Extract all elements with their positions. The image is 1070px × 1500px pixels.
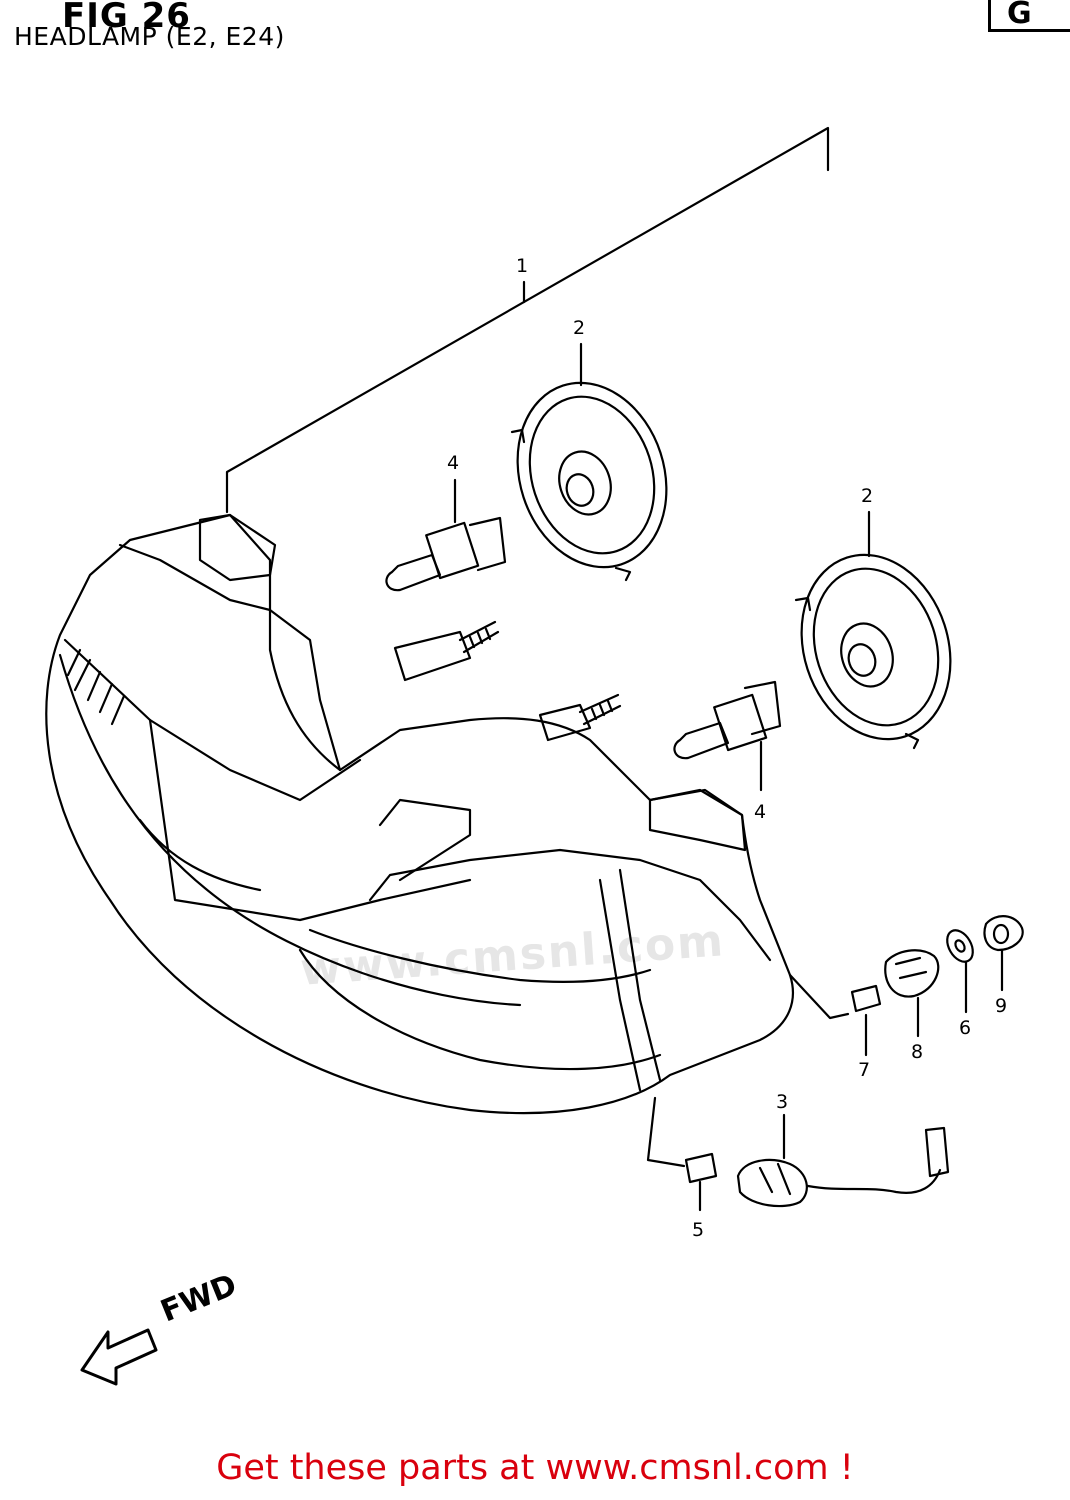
headlamp-housing [45, 513, 794, 1115]
forward-arrow-icon [80, 1328, 158, 1386]
callout-part-8: 8 [911, 1041, 923, 1063]
callout-part-3: 3 [776, 1091, 788, 1113]
socket-stud-lower [538, 693, 622, 742]
callout-part-1: 1 [516, 255, 528, 277]
figure-subtitle: HEADLAMP (E2, E24) [14, 22, 285, 51]
reflector-ring-2a [510, 342, 668, 582]
callout-part-5: 5 [692, 1219, 704, 1241]
promo-banner[interactable]: Get these parts at www.cmsnl.com ! [216, 1448, 854, 1488]
callout-part-9: 9 [995, 995, 1007, 1017]
callout-part-2a: 2 [573, 317, 585, 339]
position-bulb-and-socket [646, 1096, 950, 1212]
section-tag: G [988, 0, 1070, 32]
bulb-4b [673, 680, 782, 792]
assembly-bracket-1 [225, 126, 830, 514]
callout-part-7: 7 [858, 1059, 870, 1081]
figure-label: FIG 26 [62, 0, 191, 36]
socket-stud-upper [393, 620, 500, 682]
adjuster-hardware [788, 915, 1024, 1057]
headlamp-exploded-diagram: 1 2 2 4 4 7 8 6 9 3 5 FWD [45, 126, 1024, 1386]
callout-part-4a: 4 [447, 452, 459, 474]
callout-part-6: 6 [959, 1017, 971, 1039]
forward-direction-label: FWD [156, 1268, 242, 1330]
callout-part-2b: 2 [861, 485, 873, 507]
callout-part-4b: 4 [754, 801, 766, 823]
reflector-ring-2b [794, 510, 952, 750]
bulb-4a [385, 478, 507, 592]
